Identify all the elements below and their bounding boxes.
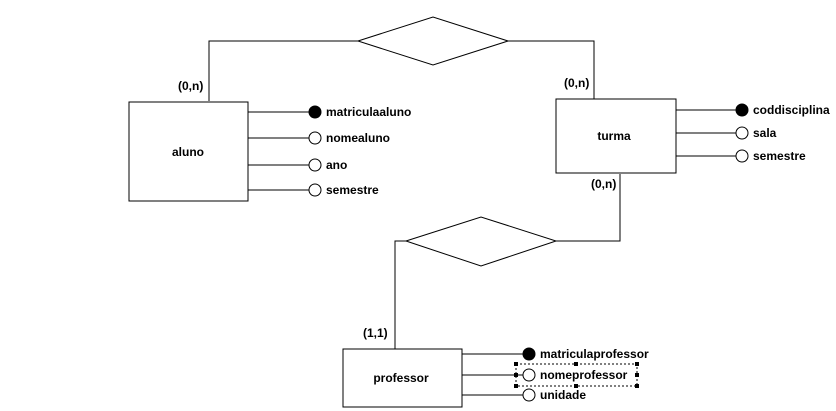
connector-relationship-turma — [508, 40, 595, 99]
attribute-label: matriculaaluno — [326, 105, 411, 119]
key-attribute-marker[interactable] — [735, 103, 749, 117]
attribute-marker[interactable] — [308, 131, 322, 145]
entity-label: aluno — [172, 145, 204, 159]
attribute-label: coddisciplina — [753, 103, 830, 117]
connector-aluno-relationship — [208, 40, 358, 101]
entity-label: professor — [373, 371, 429, 385]
cardinality-label: (0,n) — [178, 79, 203, 93]
attribute-label: nomeprofessor — [540, 368, 628, 382]
selection-handle[interactable] — [514, 373, 518, 377]
attribute-label: sala — [753, 126, 777, 140]
selection-handle[interactable] — [635, 362, 639, 366]
entity-turma[interactable]: turma (0,n) (0,n) coddisciplina sala sem… — [555, 76, 830, 191]
relationship-diamond-bottom[interactable] — [404, 216, 558, 267]
cardinality-label: (0,n) — [591, 177, 616, 191]
attribute-marker[interactable] — [735, 149, 749, 163]
cardinality-label: (0,n) — [564, 76, 589, 90]
relationship-diamond-top[interactable] — [356, 16, 510, 66]
selection-handle[interactable] — [635, 384, 639, 388]
attribute-marker[interactable] — [522, 368, 536, 382]
relationship-aluno-turma[interactable] — [208, 16, 595, 101]
attribute-label: unidade — [540, 388, 586, 402]
selection-handle[interactable] — [514, 362, 518, 366]
attribute-label: ano — [326, 158, 347, 172]
entity-box[interactable] — [555, 98, 677, 174]
relationship-turma-professor[interactable] — [394, 174, 621, 349]
cardinality-label: (1,1) — [363, 326, 388, 340]
attribute-marker[interactable] — [522, 388, 536, 402]
connector-turma-relationship — [556, 174, 621, 242]
attribute-marker[interactable] — [735, 126, 749, 140]
selection-handle[interactable] — [574, 384, 578, 388]
entity-box[interactable] — [128, 101, 249, 202]
key-attribute-marker[interactable] — [522, 347, 536, 361]
attribute-label: matriculaprofessor — [540, 347, 649, 361]
entity-aluno[interactable]: aluno (0,n) matriculaaluno nomealuno ano… — [128, 79, 411, 202]
entity-label: turma — [597, 129, 631, 143]
attribute-marker[interactable] — [308, 183, 322, 197]
attribute-label: semestre — [753, 149, 806, 163]
key-attribute-marker[interactable] — [308, 105, 322, 119]
attribute-label: semestre — [326, 183, 379, 197]
entity-box[interactable] — [342, 348, 463, 408]
selection-box[interactable] — [514, 362, 639, 388]
selection-handle[interactable] — [635, 373, 639, 377]
connector-relationship-professor — [394, 240, 406, 349]
selection-handle[interactable] — [574, 362, 578, 366]
attribute-marker[interactable] — [308, 158, 322, 172]
selection-handle[interactable] — [514, 384, 518, 388]
entity-professor[interactable]: professor (1,1) matriculaprofessor nomep… — [342, 326, 649, 408]
attribute-label: nomealuno — [326, 131, 390, 145]
